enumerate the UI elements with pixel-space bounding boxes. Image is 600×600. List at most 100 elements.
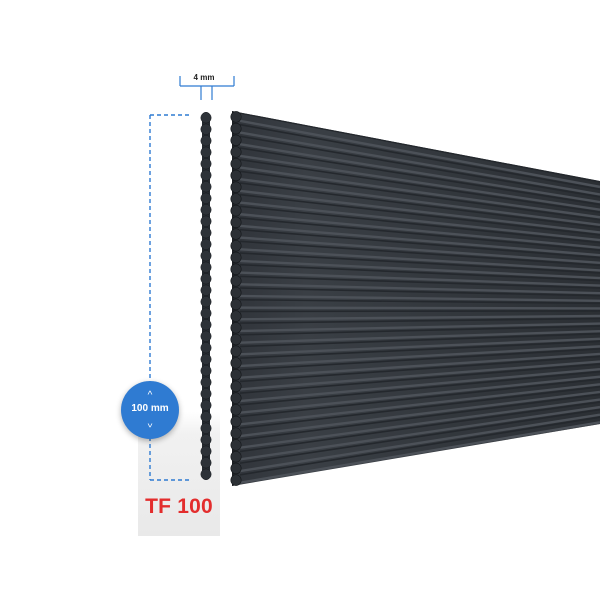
flute-shadow — [235, 416, 600, 477]
panel-edge-ridge — [230, 368, 242, 381]
flute-highlight — [235, 421, 600, 485]
panel-edge-ridge — [230, 146, 242, 158]
panel-body — [230, 111, 600, 486]
flute-highlight — [235, 259, 600, 280]
flute-shadow — [235, 401, 600, 453]
model-label: TF 100 — [145, 495, 213, 518]
flute-shadow — [235, 340, 600, 360]
panel-edge-ridge — [230, 169, 242, 182]
flute-shadow — [235, 181, 600, 229]
profile-bump — [200, 399, 212, 411]
panel-edge-ridge — [230, 181, 242, 193]
flute-highlight — [235, 314, 600, 321]
flute-highlight — [235, 154, 600, 211]
profile-bump — [200, 250, 212, 262]
thickness-label: 4 mm — [193, 73, 215, 82]
profile-bump — [200, 468, 212, 480]
flute-highlight — [235, 142, 600, 204]
profile-bump — [200, 181, 212, 193]
flute-highlight — [235, 375, 600, 415]
flute-highlight — [235, 405, 600, 462]
panel-edge-ridge — [230, 310, 242, 322]
flute-highlight — [235, 236, 600, 265]
flute-shadow — [235, 111, 600, 183]
flute-shadow — [235, 378, 600, 418]
flute-highlight — [235, 224, 600, 257]
profile-bump — [200, 135, 212, 147]
panel-edge-ridge — [230, 134, 242, 146]
flute-highlight — [235, 398, 600, 450]
flute-shadow — [235, 158, 600, 213]
panel-edge-ridge — [230, 404, 242, 416]
flute-highlight — [235, 130, 600, 196]
profile-bump — [200, 411, 212, 423]
profile-bump — [200, 227, 212, 239]
panel-edge-ridge — [230, 322, 242, 334]
profile-bump — [200, 376, 212, 388]
flute-highlight — [235, 413, 600, 473]
flute-highlight — [235, 352, 600, 380]
flute-shadow — [235, 393, 600, 442]
flute-highlight — [235, 360, 600, 391]
flute-highlight — [235, 383, 600, 426]
flute-shadow — [235, 216, 600, 251]
profile-bump — [200, 388, 212, 400]
height-label: 100 mm — [131, 403, 169, 414]
panel-edge-ridge — [230, 392, 242, 404]
flute-shadow — [235, 263, 600, 282]
profile-bump — [200, 353, 212, 365]
panel-edge-ridge — [230, 451, 242, 463]
flute-highlight — [235, 165, 600, 219]
panel-edge-ridge — [230, 193, 242, 205]
profile-bump — [200, 342, 212, 354]
flute-shadow — [235, 317, 600, 324]
flute-highlight — [235, 345, 600, 368]
profile-bump — [200, 238, 212, 250]
profile-bump — [200, 457, 212, 469]
flute-highlight — [235, 118, 600, 189]
panel-edge-ridge — [230, 158, 242, 170]
flute-shadow — [235, 298, 600, 305]
flute-shadow — [235, 123, 600, 191]
flute-shadow — [235, 275, 600, 289]
flute-highlight — [235, 367, 600, 403]
flute-shadow — [235, 240, 600, 267]
height-badge: ^ 100 mm ^ — [121, 381, 179, 439]
panel-edge-ridge — [230, 357, 242, 369]
flute-highlight — [235, 322, 600, 333]
profile-bump — [200, 204, 212, 216]
profile-bump — [200, 158, 212, 170]
profile-bump — [200, 422, 212, 434]
profile-bump — [200, 192, 212, 204]
profile-bump — [200, 169, 212, 181]
flute-shadow — [235, 325, 600, 336]
panel-edge-ridge — [230, 427, 242, 439]
panel-edge-ridge — [230, 333, 242, 346]
profile-bump — [200, 123, 212, 135]
flute-shadow — [235, 134, 600, 198]
profile-bump — [200, 365, 212, 377]
panel-edge-ridge — [230, 251, 242, 264]
panel-edge-ridge — [230, 204, 242, 217]
profile-bump — [200, 261, 212, 273]
profile-bump — [200, 307, 212, 319]
profile-bump — [200, 445, 212, 457]
flute-highlight — [235, 189, 600, 234]
flute-shadow — [235, 408, 600, 465]
flute-shadow — [235, 205, 600, 244]
flute-shadow — [235, 363, 600, 395]
profile-bump — [200, 112, 212, 124]
flute-highlight — [235, 390, 600, 438]
chevron-down-icon: ^ — [147, 417, 153, 428]
panel-edge-ridge — [230, 263, 242, 275]
panel-edge-ridge — [230, 275, 242, 287]
flute-shadow — [235, 193, 600, 236]
flute-highlight — [235, 247, 600, 272]
profile-bump — [200, 215, 212, 227]
flute-shadow — [235, 348, 600, 371]
panel-edge-ridge — [230, 240, 242, 252]
panel-edge-ridge — [230, 345, 242, 357]
flute-highlight — [235, 212, 600, 249]
